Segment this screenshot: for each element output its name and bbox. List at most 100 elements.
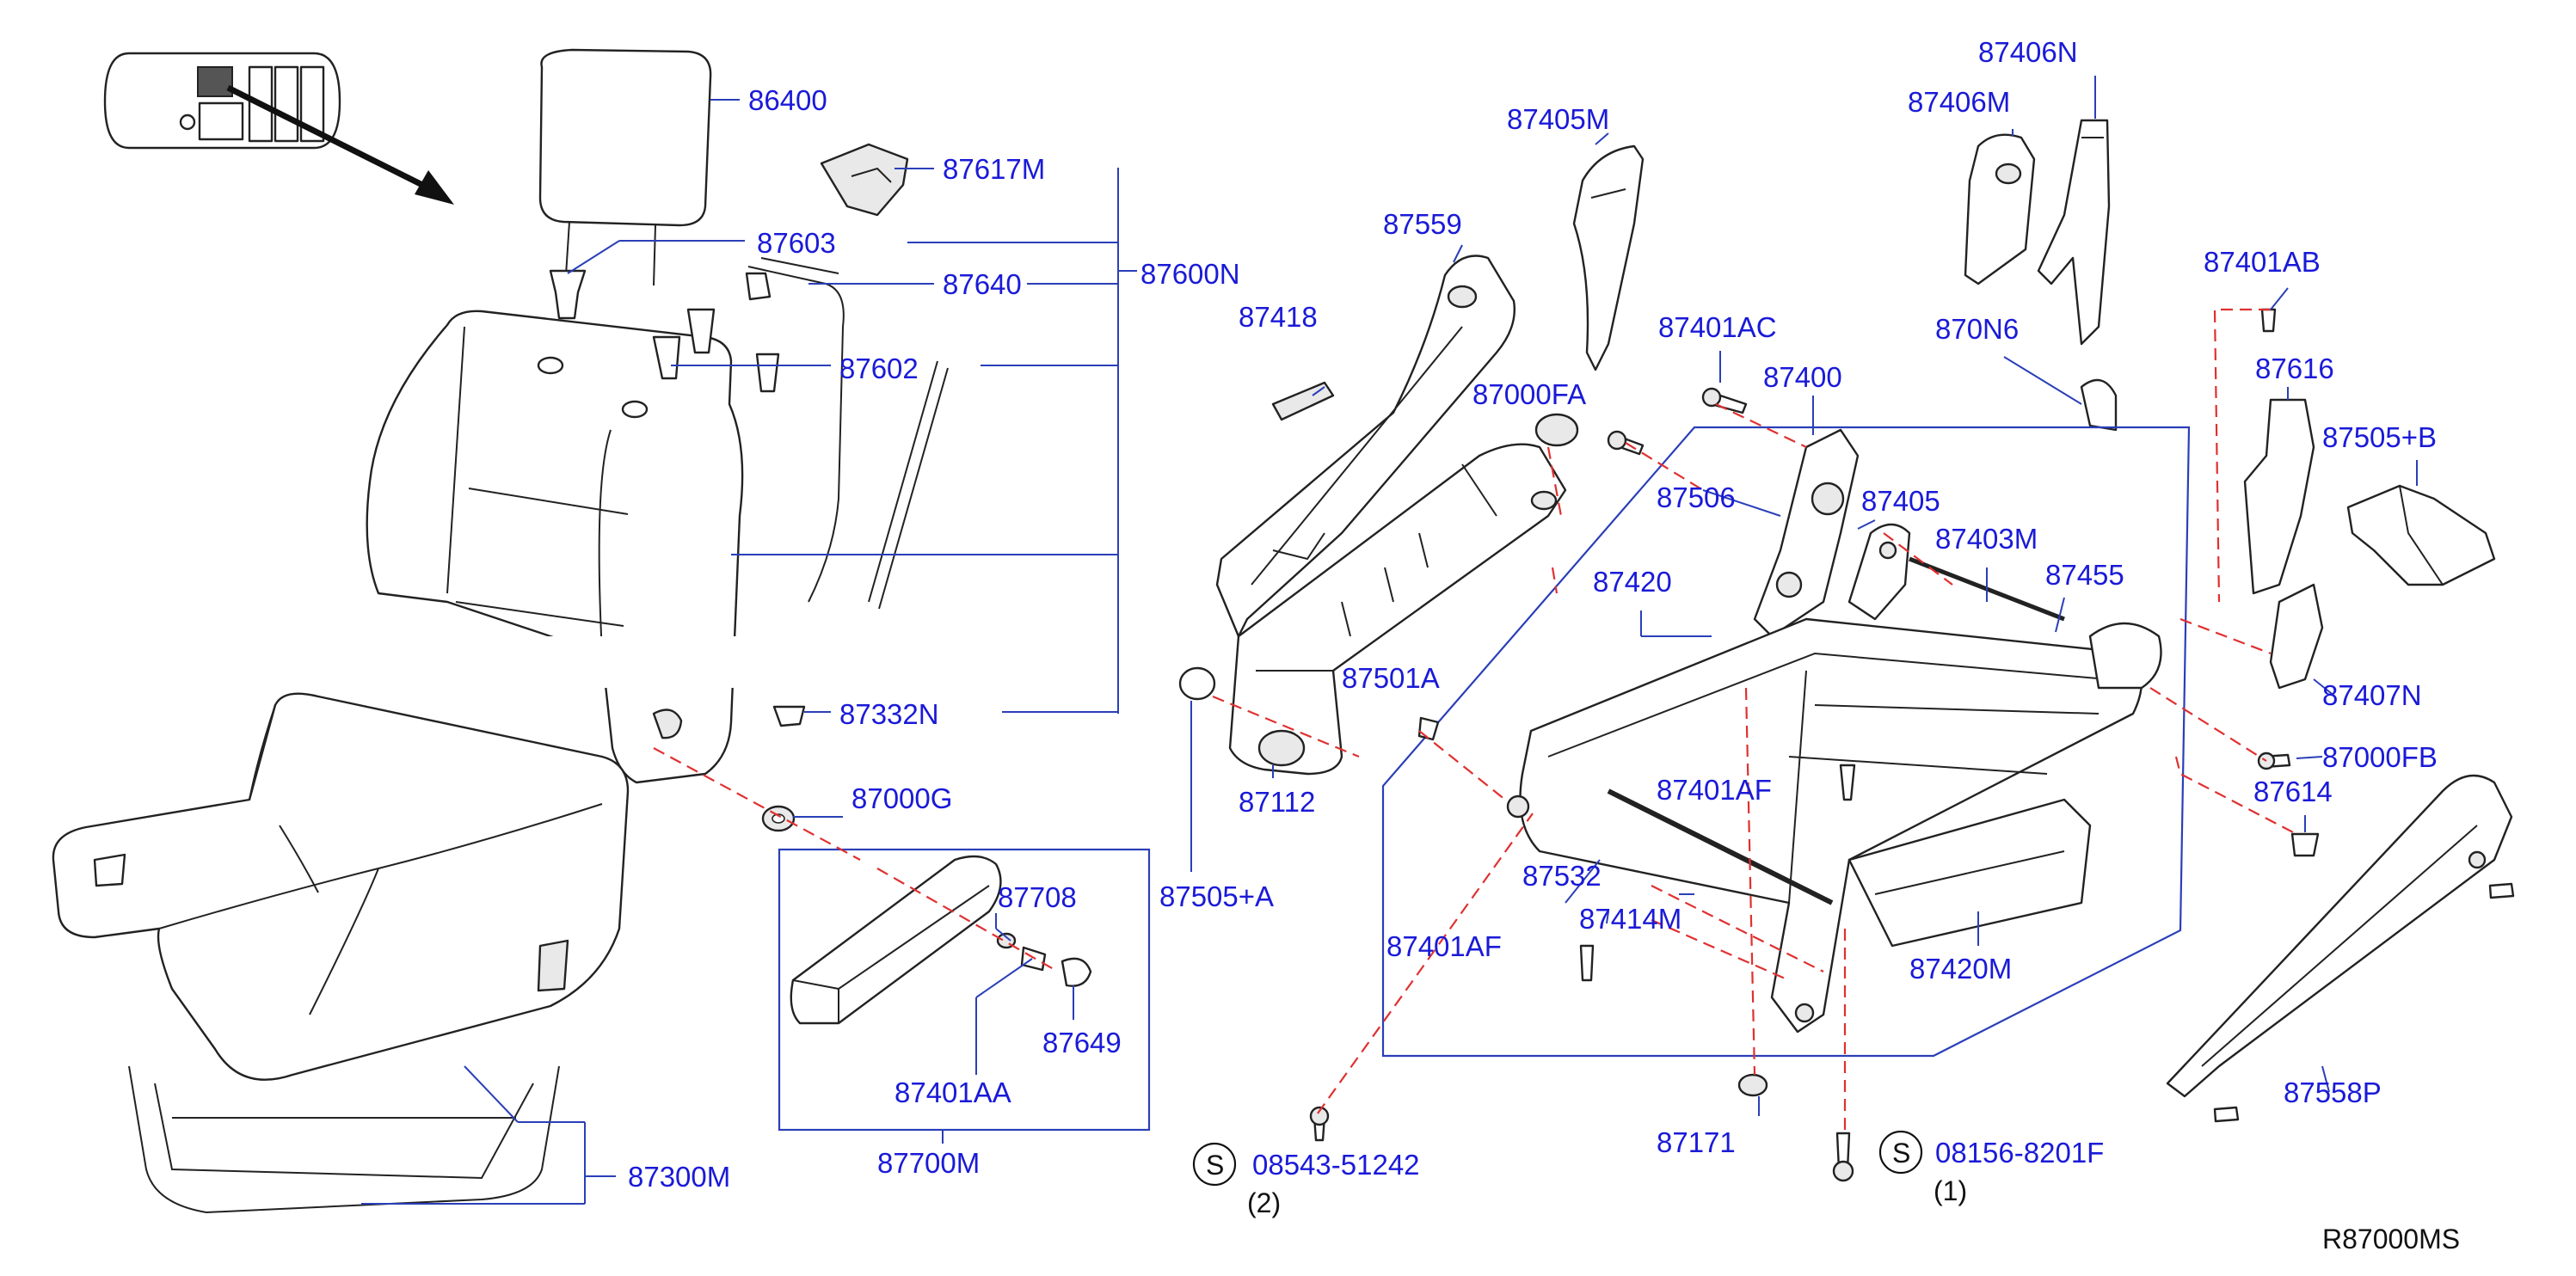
label-87420: 87420 [1593, 566, 1672, 598]
label-87506: 87506 [1657, 482, 1736, 513]
plate-87405 [1847, 523, 1911, 621]
label-87414M: 87414M [1579, 903, 1681, 935]
label-87300M: 87300M [628, 1161, 730, 1193]
label-08543-51242: 08543-51242 [1252, 1149, 1420, 1181]
bolt-87558P-upper [2488, 882, 2515, 899]
trim-87406M [1964, 133, 2036, 285]
label-87600N: 87600N [1140, 258, 1240, 290]
label-87406N: 87406N [1978, 36, 2078, 68]
seat-frame-group-outline [1381, 426, 2191, 1058]
bolt-08156-8201F [1832, 1132, 1854, 1182]
label-87112: 87112 [1239, 786, 1315, 818]
label-86400: 86400 [748, 84, 827, 116]
side-trim-87558P [2166, 774, 2513, 1098]
label-87418: 87418 [1239, 301, 1318, 333]
leader-lines [361, 76, 2418, 1205]
armrest-cap-87649 [1061, 957, 1092, 987]
svg-text:S: S [1892, 1138, 1910, 1169]
recliner-87400 [1753, 428, 1860, 638]
seat-back-frame-wire [652, 257, 949, 610]
label-87708: 87708 [998, 881, 1077, 913]
vehicle-locator-icon [103, 52, 454, 205]
headrest-guide-87603 [549, 269, 587, 320]
trim-87407N [2269, 583, 2324, 690]
bolt-87558P-lower [2213, 1106, 2240, 1123]
clip-87332N [772, 705, 806, 727]
label-qty-2: (2) [1247, 1187, 1281, 1218]
label-qty-1: (1) [1934, 1175, 1967, 1206]
label-87406M: 87406M [1908, 86, 2010, 118]
side-cover-87112 [1228, 443, 1567, 776]
standard-part-symbol-2: S [1878, 1130, 1923, 1175]
cap-87505A [1178, 666, 1216, 701]
label-87505A: 87505+A [1159, 880, 1274, 912]
lever-87455 [2088, 622, 2162, 690]
label-87401AA: 87401AA [895, 1077, 1011, 1108]
label-87558P: 87558P [2284, 1077, 2382, 1108]
diagram-id: R87000MS [2322, 1224, 2460, 1255]
label-87614: 87614 [2253, 776, 2333, 807]
label-87401AB: 87401AB [2204, 246, 2321, 278]
cushion-frame [128, 1065, 560, 1214]
label-87640: 87640 [943, 268, 1022, 300]
trim-87406N [2037, 119, 2111, 346]
recliner-cover-87559 [1215, 255, 1515, 638]
label-87401AC: 87401AC [1658, 311, 1777, 343]
washer-87171 [1737, 1073, 1768, 1097]
label-87602: 87602 [839, 353, 919, 384]
bracket-87617M [820, 143, 909, 217]
bolt-87401AC [1701, 387, 1748, 414]
trim-87405M [1572, 144, 1645, 371]
label-87171: 87171 [1657, 1126, 1736, 1158]
washer-87000G [761, 805, 796, 832]
cap-87000FA [1534, 413, 1579, 447]
label-87505B: 87505+B [2322, 421, 2437, 453]
cover-87505B [2346, 484, 2496, 586]
bolt-87532 [1417, 716, 1440, 741]
label-87603: 87603 [757, 227, 836, 259]
bolt-87401AB [2260, 308, 2277, 333]
bolt-87000FB [2257, 751, 2291, 770]
label-87700M: 87700M [877, 1147, 980, 1179]
label-87405: 87405 [1861, 485, 1940, 517]
seat-back [353, 310, 817, 784]
armrest-bolt-87401AA [1020, 946, 1047, 972]
rail-87414M [1607, 788, 1834, 905]
part-labels: 86400 87617M 87603 87640 87600N 87602 87… [628, 36, 2460, 1255]
label-87407N: 87407N [2322, 679, 2422, 711]
headrest [538, 48, 712, 286]
label-87000FA: 87000FA [1472, 378, 1586, 410]
label-87332N: 87332N [839, 698, 939, 730]
label-87505A-partial: 87501A [1342, 662, 1440, 694]
bolt-87401AF-b [1579, 944, 1595, 982]
label-87000G: 87000G [851, 782, 952, 814]
standard-part-symbol-1: S [1192, 1142, 1237, 1187]
svg-text:S: S [1206, 1150, 1224, 1181]
label-870N6: 870N6 [1935, 313, 2019, 345]
trim-870N6 [2080, 378, 2118, 432]
label-87420M: 87420M [1909, 953, 2012, 985]
cap-87614 [2290, 832, 2320, 857]
armrest [790, 855, 1002, 1025]
label-87401AF-a: 87401AF [1657, 774, 1772, 806]
label-87617M: 87617M [943, 153, 1045, 185]
label-87532: 87532 [1522, 860, 1602, 892]
label-87616: 87616 [2255, 353, 2334, 384]
bolt-87401AF-a [1839, 764, 1856, 801]
label-87455: 87455 [2045, 559, 2124, 591]
armrest-group-frame [778, 848, 1151, 1132]
label-08156-8201F: 08156-8201F [1935, 1137, 2104, 1169]
seat-frame-87420 [1506, 617, 2143, 1034]
label-87000FB: 87000FB [2322, 741, 2438, 773]
label-87403M: 87403M [1935, 523, 2038, 555]
bracket-87616 [2243, 398, 2315, 595]
label-87401AF-b: 87401AF [1386, 930, 1502, 962]
bolt-08543-51242 [1309, 1106, 1330, 1142]
label-87559: 87559 [1383, 208, 1462, 240]
label-87649: 87649 [1042, 1027, 1122, 1058]
seat-cushion [52, 692, 630, 1081]
label-87400: 87400 [1763, 361, 1842, 393]
hidden-assembly-lines [653, 308, 2297, 1132]
